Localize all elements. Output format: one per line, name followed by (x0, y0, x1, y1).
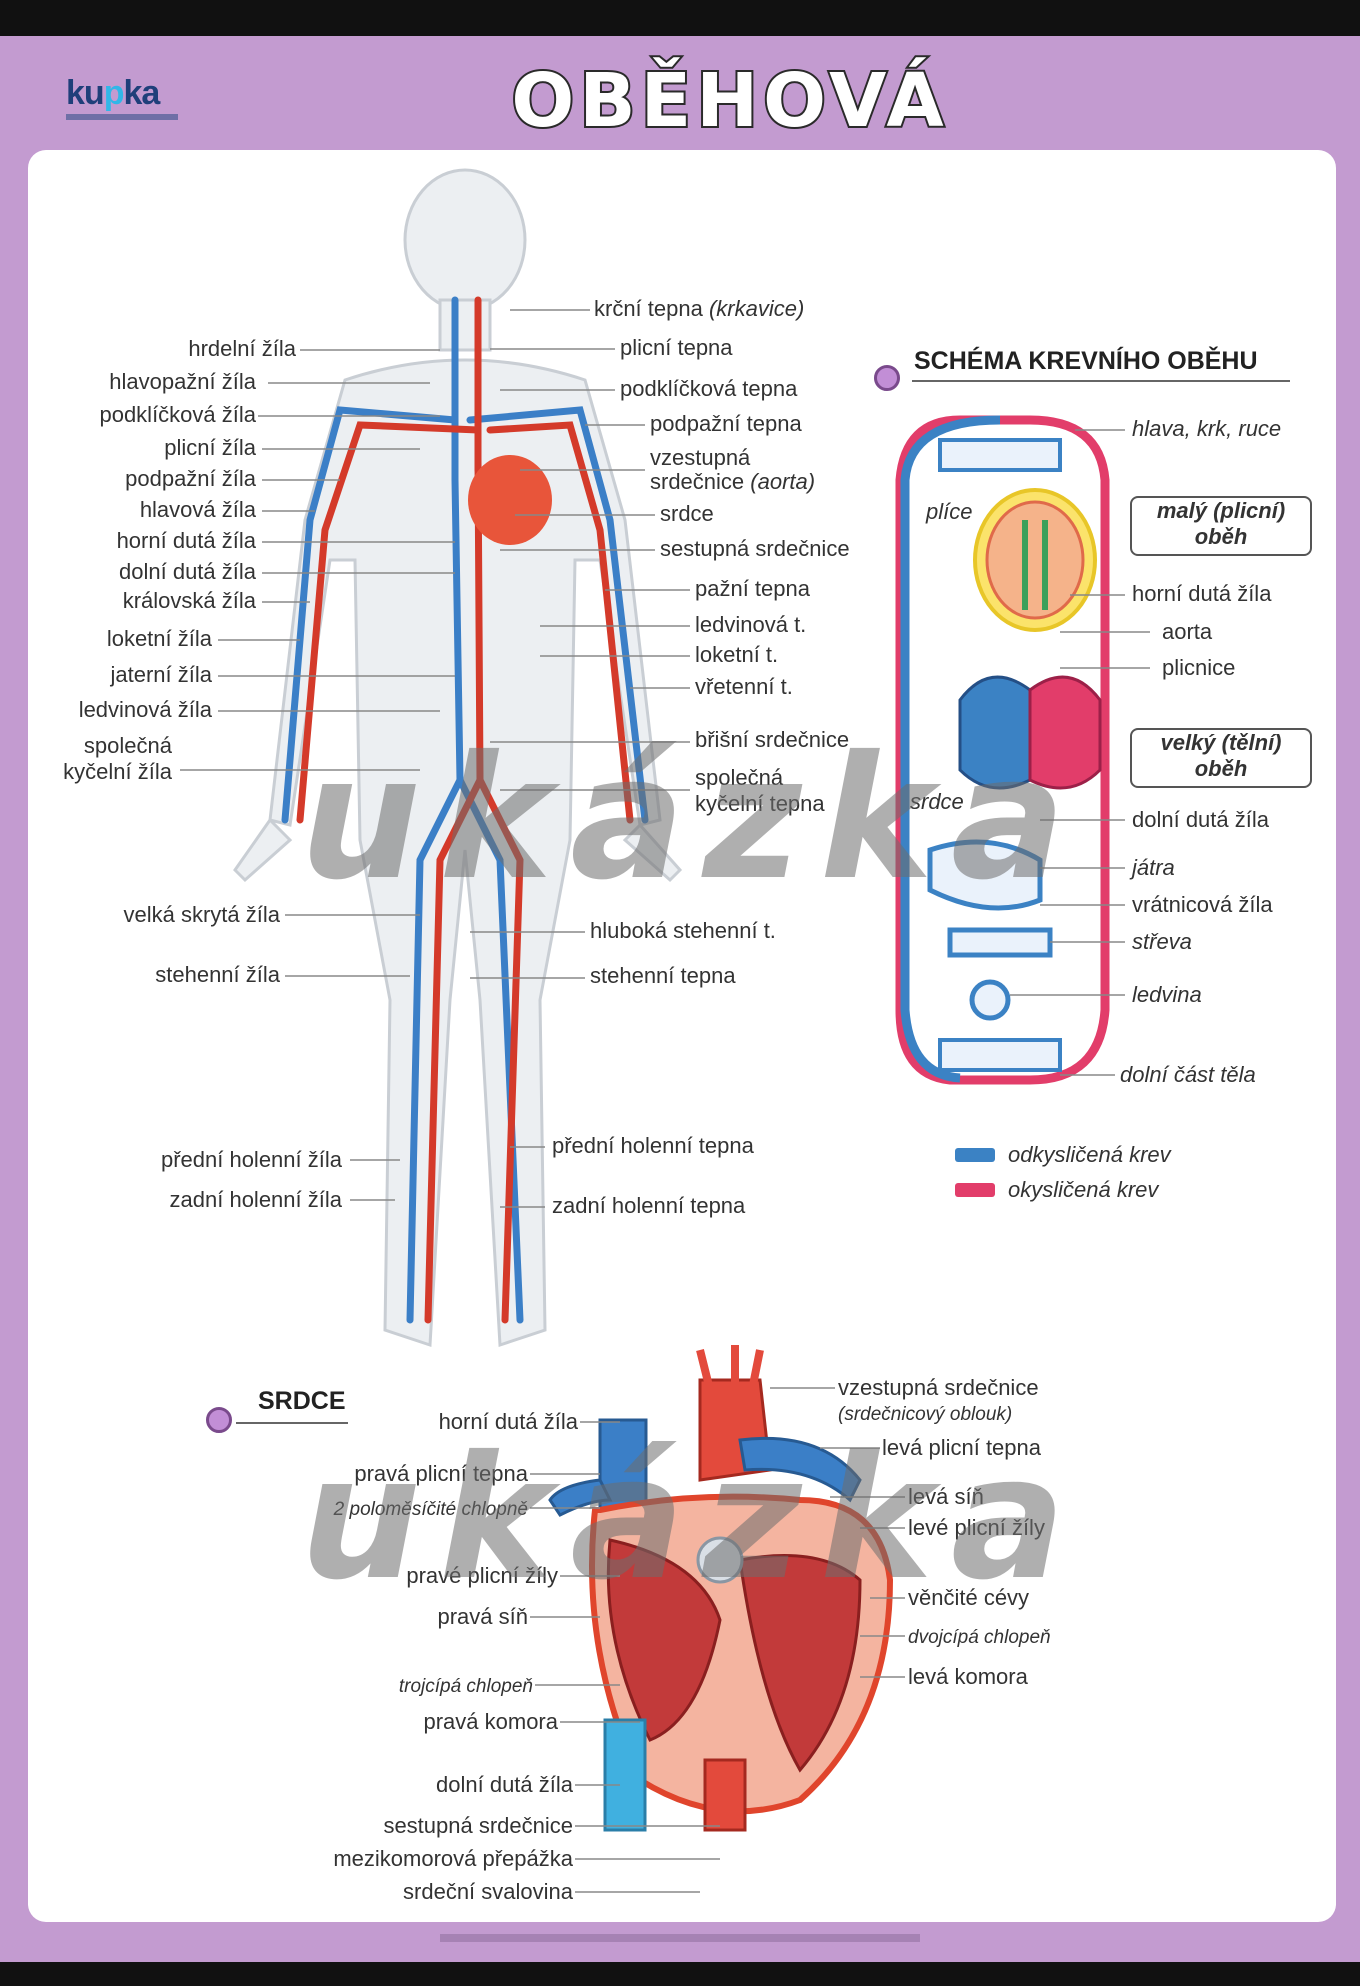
label-plice: plíce (926, 499, 973, 524)
label-loketni-t: loketní t. (695, 642, 779, 667)
label-leva-sin: levá síň (908, 1484, 984, 1509)
label-hlavopazni-zila: hlavopažní žíla (109, 369, 256, 394)
circulation-schema (895, 415, 1110, 1085)
label-hrdelni-zila: hrdelní žíla (188, 336, 296, 361)
label-podklickova-tepna: podklíčková tepna (620, 376, 798, 401)
label-aorta: aorta (1162, 619, 1213, 644)
label-kralovska-zila: královská žíla (122, 588, 256, 613)
label-plicni-zila: plicní žíla (164, 435, 256, 460)
label-predni-holenni-zila: přední holenní žíla (160, 1147, 342, 1172)
label-spolecna-tepna: společná (695, 765, 784, 790)
heart-leader-lines (530, 1387, 905, 1893)
schema-title: SCHÉMA KREVNÍHO OBĚHU (914, 347, 1258, 375)
label-schema-horni-duta-zila: horní dutá žíla (1132, 581, 1272, 606)
label-trojcipa-chlopen: trojcípá chlopeň (398, 1676, 533, 1697)
legend-oxygenated: okysličená krev (1008, 1177, 1159, 1202)
label-ledvinova-zila: ledvinová žíla (78, 697, 212, 722)
label-plicni-tepna: plicní tepna (620, 335, 733, 360)
label-leva-plicni-tepna: levá plicní tepna (882, 1435, 1041, 1460)
label-hlavova-zila: hlavová žíla (139, 497, 256, 522)
label-srdce: srdce (660, 501, 714, 526)
schema-title-underline (912, 380, 1290, 382)
box-maly-obeh: malý (plicní)oběh (1130, 496, 1312, 556)
label-jatra: játra (1132, 855, 1175, 880)
box-velky-obeh: velký (tělní)oběh (1130, 728, 1312, 788)
label-schema-srdce: srdce (910, 789, 964, 814)
label-pazni-tepna: pažní tepna (695, 576, 810, 601)
legend-swatch-deoxygenated (955, 1148, 995, 1162)
label-zadni-holenni-zila: zadní holenní žíla (169, 1187, 342, 1212)
label-stehenni-tepna: stehenní tepna (590, 963, 736, 988)
label-mezikomorova-prepazka: mezikomorová přepážka (333, 1846, 573, 1871)
watermark: ukázka (300, 720, 1084, 918)
label-ledvina: ledvina (1132, 982, 1202, 1007)
label-podklickova-zila: podklíčková žíla (99, 402, 256, 427)
label-dolni-cast-tela: dolní část těla (1120, 1062, 1256, 1087)
legend-deoxygenated: odkysličená krev (1008, 1142, 1171, 1167)
label-podpazni-zila: podpažní žíla (125, 466, 256, 491)
label-vzestupna: vzestupná (650, 445, 751, 470)
label-hluboka-stehenni-t: hluboká stehenní t. (590, 918, 776, 943)
label-prava-komora: pravá komora (423, 1709, 558, 1734)
label-predni-holenni-tepna: přední holenní tepna (552, 1133, 754, 1158)
label-prave-plicni-zily: pravé plicní žíly (406, 1563, 558, 1588)
label-kycelni-zila: kyčelní žíla (63, 759, 172, 784)
label-heart-vzestupna-srdecnice: vzestupná srdečnice (838, 1375, 1039, 1400)
label-horni-duta-zila: horní dutá žíla (116, 528, 256, 553)
label-podpazni-tepna: podpažní tepna (650, 411, 802, 436)
label-loketni-zila: loketní žíla (106, 626, 212, 651)
label-heart-sestupna-srdecnice: sestupná srdečnice (383, 1813, 573, 1838)
label-ledvinova-t: ledvinová t. (695, 612, 807, 637)
section-bullet (874, 365, 900, 391)
body-illustration (233, 168, 683, 1348)
label-prava-plicni-tepna: pravá plicní tepna (354, 1461, 528, 1486)
label-vratnicova-zila: vrátnicová žíla (1132, 892, 1273, 917)
label-leve-plicni-zily: levé plicní žíly (908, 1515, 1045, 1540)
label-jaterni-zila: jaterní žíla (110, 662, 213, 687)
label-stehenni-zila: stehenní žíla (155, 962, 280, 987)
heart-diagram (548, 1345, 894, 1832)
label-sestupna-srdecnice: sestupná srdečnice (660, 536, 850, 561)
label-heart-dolni-duta-zila: dolní dutá žíla (436, 1772, 573, 1797)
schema-leader-lines (1010, 429, 1150, 1076)
label-dvojcipa-chlopen: dvojcípá chlopeň (908, 1627, 1051, 1648)
label-srdecnice-aorta: srdečnice (aorta) (650, 469, 816, 494)
label-hlava-krk-ruce: hlava, krk, ruce (1132, 416, 1282, 441)
label-prava-sin: pravá síň (437, 1604, 529, 1629)
arteries (296, 296, 634, 1324)
label-srdecni-svalovina: srdeční svalovina (403, 1879, 573, 1904)
label-polomesicite-chlopne: 2 poloměsíčité chlopně (333, 1499, 528, 1520)
label-dolni-duta-zila: dolní dutá žíla (119, 559, 256, 584)
label-velka-skryta-zila: velká skrytá žíla (123, 902, 281, 927)
legend-swatch-oxygenated (955, 1183, 995, 1197)
kupka-logo: kupka (66, 74, 186, 126)
heart-title-underline (236, 1422, 348, 1424)
watermark: ukázka (300, 1420, 1084, 1618)
label-leva-komora: levá komora (908, 1664, 1028, 1689)
label-streva: střeva (1132, 929, 1192, 954)
label-kycelni-tepna: kyčelní tepna (695, 791, 825, 816)
body-leader-lines (180, 309, 690, 1208)
label-schema-dolni-duta-zila: dolní dutá žíla (1132, 807, 1269, 832)
label-heart-horni-duta-zila: horní dutá žíla (438, 1409, 578, 1434)
label-vencite-cevy: věnčité cévy (908, 1585, 1030, 1610)
footer-fine-print (440, 1934, 920, 1942)
body-heart (468, 455, 552, 545)
heart-title: SRDCE (258, 1387, 346, 1415)
label-brisni-srdecnice: břišní srdečnice (695, 727, 850, 752)
label-zadni-holenni-tepna: zadní holenní tepna (552, 1193, 746, 1218)
label-krcni-tepna: krční tepna (krkavice) (594, 296, 805, 321)
label-srdecnicovy-oblouk: (srdečnicový oblouk) (838, 1404, 1013, 1425)
label-plicnice: plicnice (1162, 655, 1236, 680)
section-bullet-heart (206, 1407, 232, 1433)
label-spolecna: společná (83, 733, 172, 758)
label-vretenni-t: vřetenní t. (695, 674, 793, 699)
